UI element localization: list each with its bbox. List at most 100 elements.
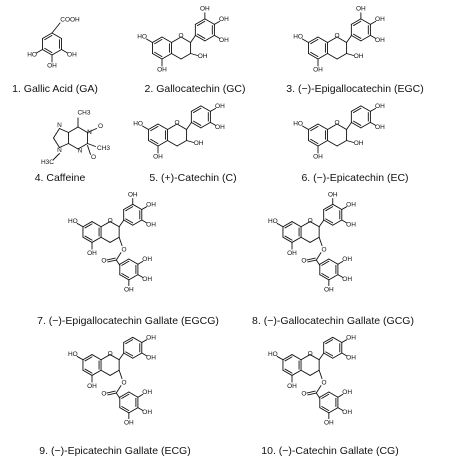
nitrogen-3: N [87,129,92,136]
hydroxyl-a: HO [268,218,278,225]
hydroxyl-b: OH [87,250,97,257]
hydroxyl-d: OH [215,124,225,131]
nitrogen-2: N [57,147,62,154]
hydroxyl-d: OH [346,222,356,229]
hydroxyl-b: OH [153,154,163,161]
galloyl-hydroxyl-3: OH [324,419,334,426]
hydroxyl-3: OH [67,52,77,59]
hydroxyl-c: OH [375,16,385,23]
hydroxyl-b: OH [287,383,297,390]
hydroxyl-1: HO [27,52,37,59]
hydroxyl-a: HO [68,351,78,358]
ring-oxygen: O [308,350,313,357]
galloyl-hydroxyl-1: OH [142,389,152,396]
caption-caffeine: 4. Caffeine [34,172,86,184]
ring-oxygen: O [108,350,113,357]
hydroxyl-a: HO [293,34,303,41]
hydroxyl-d: OH [146,355,156,362]
hydroxyl-c: OH [219,16,229,23]
ester-oxygen: O [321,246,326,253]
galloyl-hydroxyl-1: OH [342,389,352,396]
carbonyl-oxygen-1: O [98,123,103,130]
structure-catechin: O HO OH OH OH OH [133,103,225,161]
ring-oxygen: O [108,217,113,224]
hydroxyl-b: OH [313,154,323,161]
hydroxyl-c: OH [346,201,356,208]
hydroxyl-2: OH [47,63,57,70]
hydroxyl-d: OH [219,37,229,44]
hydroxyl-f: OH [200,6,210,13]
galloyl-hydroxyl-2: OH [142,409,152,416]
ring-oxygen: O [179,33,184,40]
carbonyl-oxygen: O [301,258,306,265]
hydroxyl-b: OH [157,67,167,74]
hydroxyl-d: OH [375,124,385,131]
ester-oxygen: O [121,379,126,386]
methyl-1: CH3 [77,110,90,117]
hydroxyl-d: OH [346,355,356,362]
hydroxyl-e: OH [354,53,364,60]
ring-oxygen: O [335,120,340,127]
carbonyl-oxygen: O [101,258,106,265]
hydroxyl-a: HO [133,121,143,128]
nitrogen-1: N [57,122,62,129]
caption-ecg: 9. (−)-Epicatechin Gallate (ECG) [39,445,191,457]
galloyl-hydroxyl-1: OH [142,256,152,263]
hydroxyl-c: OH [146,334,156,341]
galloyl-hydroxyl-1: OH [342,256,352,263]
ring-oxygen: O [308,217,313,224]
methyl-3: H3C [41,159,54,166]
carboxyl-group: COOH [60,17,80,24]
hydroxyl-d: OH [375,37,385,44]
caption-epigallocatechin: 3. (−)-Epigallocatechin (EGC) [286,83,424,95]
galloyl-hydroxyl-3: OH [324,286,334,293]
hydroxyl-b: OH [287,250,297,257]
hydroxyl-c: OH [346,334,356,341]
ester-oxygen: O [121,246,126,253]
hydroxyl-c: OH [375,103,385,110]
hydroxyl-f: OH [128,191,138,198]
caption-cg: 10. (−)-Catechin Gallate (CG) [261,445,399,457]
hydroxyl-c: OH [146,201,156,208]
hydroxyl-c: OH [215,103,225,110]
caption-egcg: 7. (−)-Epigallocatechin Gallate (EGCG) [37,315,219,327]
caption-gallocatechin: 2. Gallocatechin (GC) [144,83,246,95]
hydroxyl-a: HO [68,218,78,225]
hydroxyl-a: HO [293,121,303,128]
hydroxyl-e: OH [354,140,364,147]
galloyl-hydroxyl-2: OH [342,276,352,283]
galloyl-hydroxyl-2: OH [342,409,352,416]
carbonyl-oxygen: O [101,391,106,398]
caption-gallic-acid: 1. Gallic Acid (GA) [12,83,98,95]
caption-gcg: 8. (−)-Gallocatechin Gallate (GCG) [252,315,414,327]
structure-epigallocatechin: O HO OH OH OH OH OH [293,6,385,74]
ester-oxygen: O [321,379,326,386]
hydroxyl-b: OH [87,383,97,390]
structure-epicatechin: O HO OH OH OH OH [293,103,385,161]
ring-oxygen: O [175,120,180,127]
caption-catechin: 5. (+)-Catechin (C) [149,172,237,184]
nitrogen-4: N [78,148,83,155]
methyl-2: CH3 [97,145,110,152]
carbonyl-oxygen-2: O [91,154,96,161]
caption-epicatechin: 6. (−)-Epicatechin (EC) [301,172,409,184]
galloyl-hydroxyl-3: OH [124,419,134,426]
structure-gallic-acid: COOH HO OH OH [27,17,80,70]
hydroxyl-e: OH [194,140,204,147]
ring-oxygen: O [335,33,340,40]
galloyl-hydroxyl-2: OH [142,276,152,283]
hydroxyl-f: OH [356,6,366,13]
hydroxyl-a: HO [137,34,147,41]
hydroxyl-a: HO [268,351,278,358]
galloyl-hydroxyl-3: OH [124,286,134,293]
hydroxyl-f: OH [328,191,338,198]
hydroxyl-b: OH [313,67,323,74]
